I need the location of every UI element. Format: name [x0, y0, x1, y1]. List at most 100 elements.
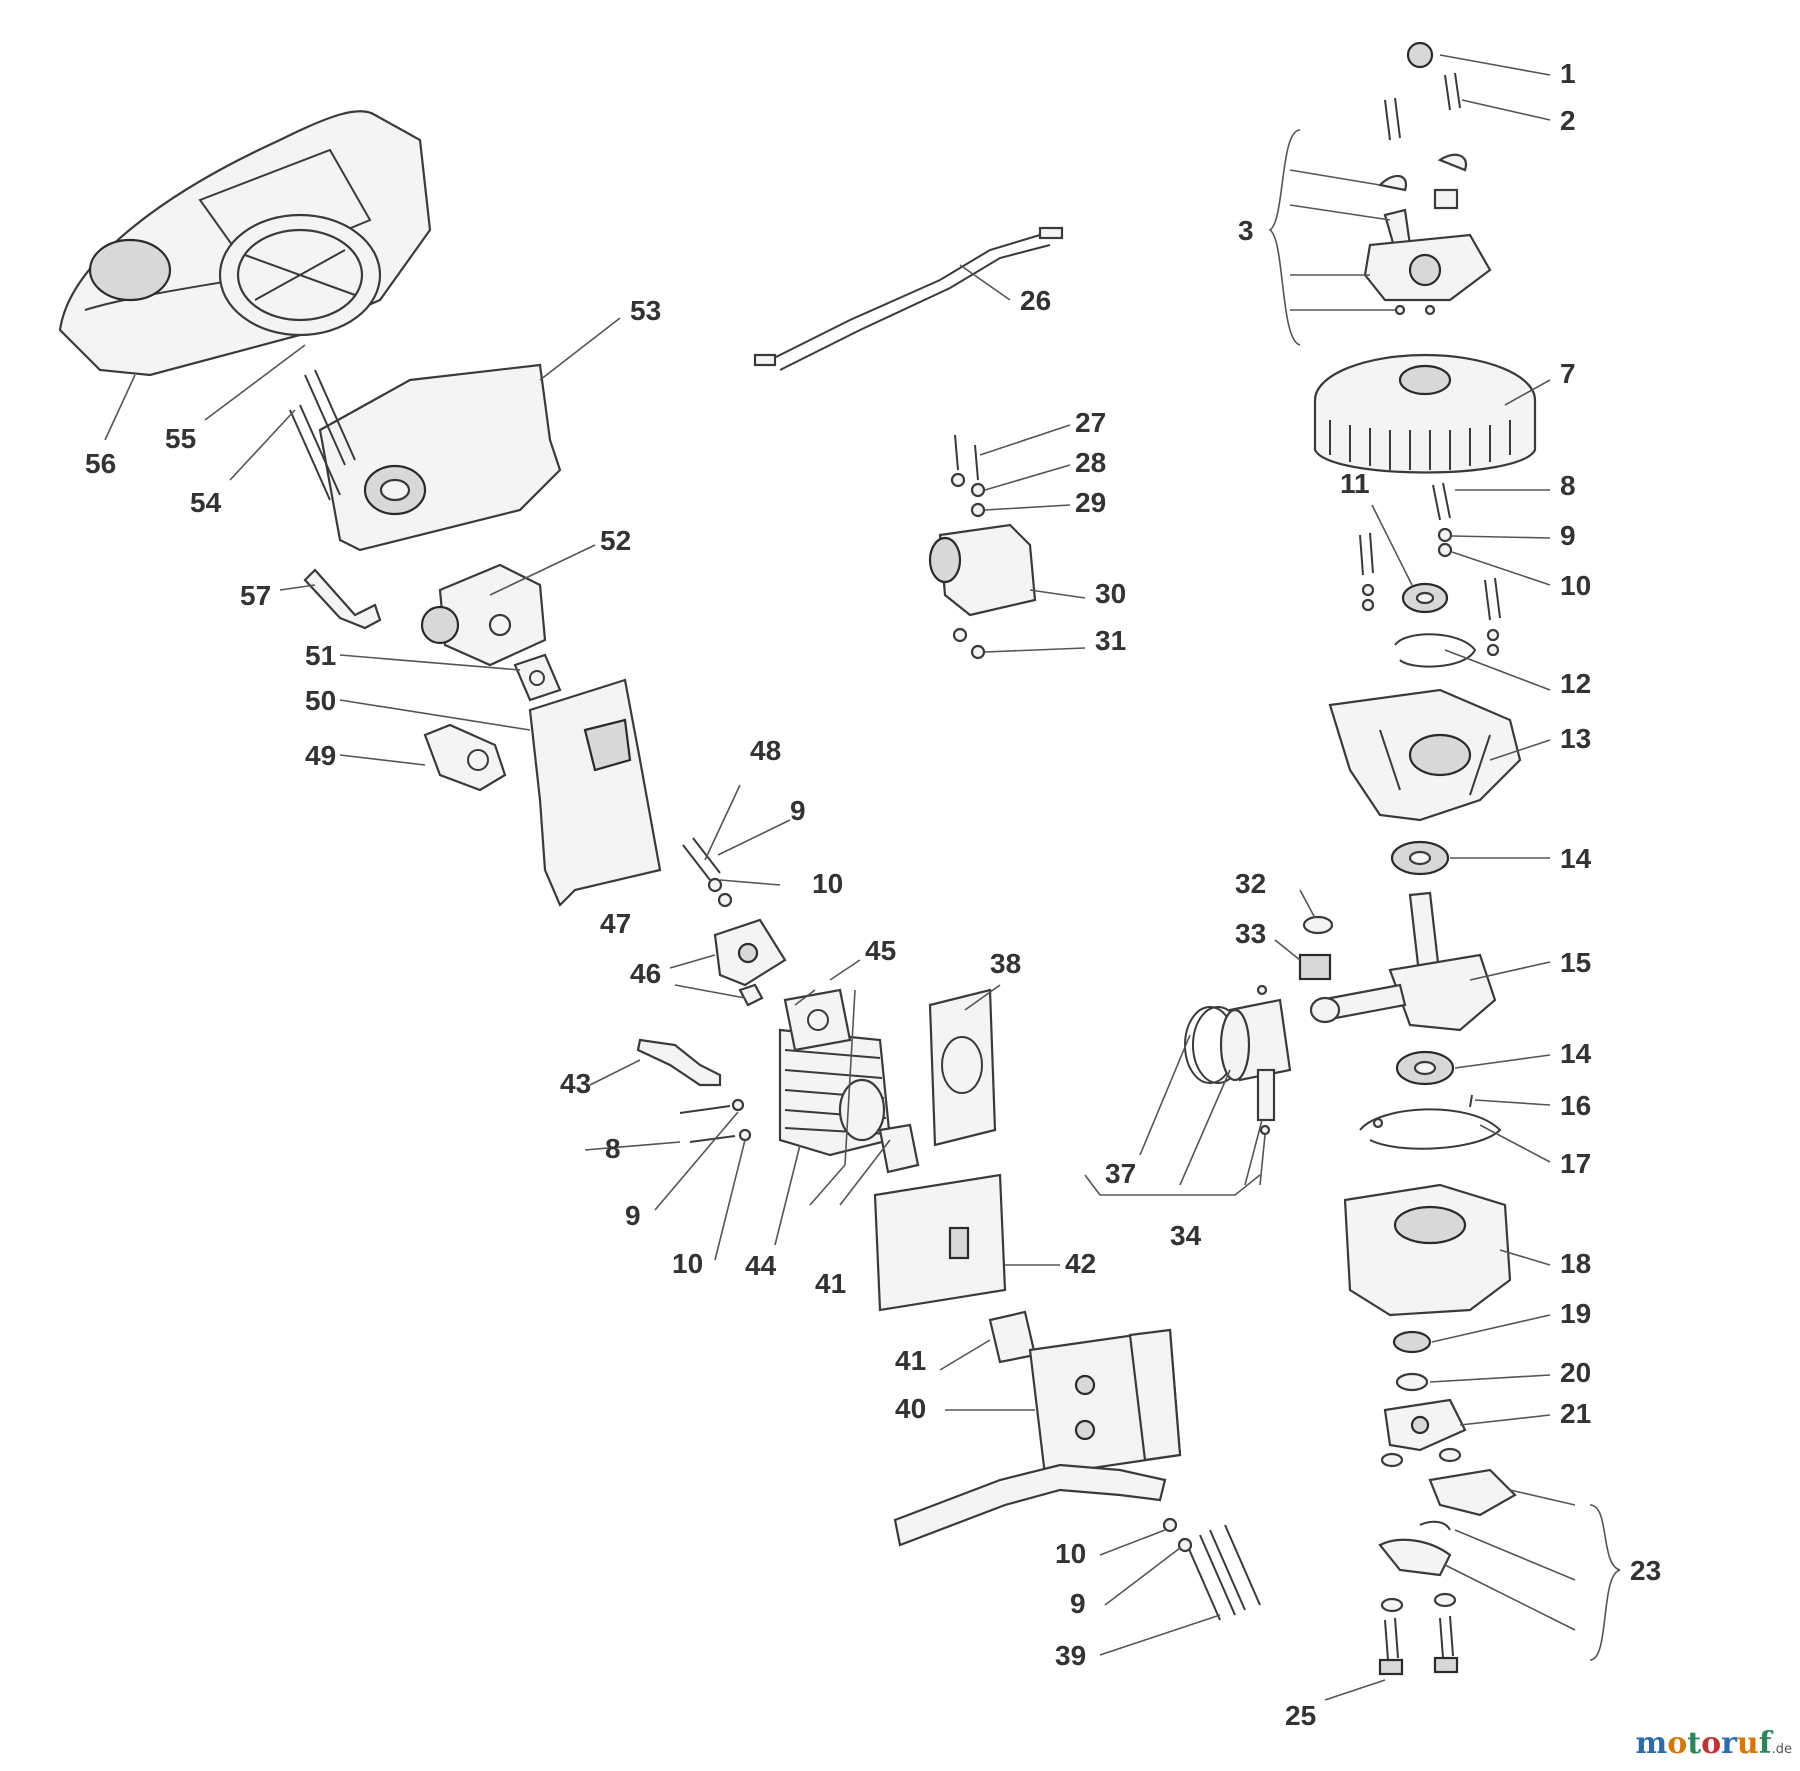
- callout-15: 15: [1560, 947, 1591, 978]
- callout-10-mid: 10: [812, 868, 843, 899]
- callout-3: 3: [1238, 215, 1254, 246]
- part-illustrations: [58, 41, 1537, 1676]
- callout-21: 21: [1560, 1398, 1591, 1429]
- callout-38: 38: [990, 948, 1021, 979]
- watermark-tld: .de: [1771, 1742, 1792, 1757]
- callout-28: 28: [1075, 447, 1106, 478]
- crankcase-rear-part: [1343, 1183, 1512, 1317]
- callout-30: 30: [1095, 578, 1126, 609]
- callout-2: 2: [1560, 105, 1576, 136]
- callout-10-top: 10: [1560, 570, 1591, 601]
- callout-49: 49: [305, 740, 336, 771]
- leader-lines: [104, 54, 1621, 1701]
- callout-9-left: 9: [625, 1200, 641, 1231]
- callout-54: 54: [190, 487, 222, 518]
- needle-bearing-part: [1298, 915, 1334, 981]
- callout-7: 7: [1560, 358, 1576, 389]
- crankcase-fasteners-part: [1359, 482, 1501, 657]
- clutch-washers-part: [1392, 1330, 1432, 1392]
- callout-43: 43: [560, 1068, 591, 1099]
- callout-55: 55: [165, 423, 196, 454]
- watermark-letter: f: [1758, 1726, 1772, 1761]
- watermark-letter: r: [1721, 1726, 1737, 1761]
- cylinder-gasket-part: [783, 988, 852, 1052]
- watermark-letter: t: [1687, 1726, 1702, 1761]
- ignition-coil-part: [928, 434, 1037, 660]
- callout-51: 51: [305, 640, 336, 671]
- callout-8-left: 8: [605, 1133, 621, 1164]
- callout-27: 27: [1075, 407, 1106, 438]
- callout-45: 45: [865, 935, 896, 966]
- intake-housing-part: [528, 678, 662, 907]
- watermark-letter: m: [1635, 1726, 1668, 1761]
- callout-17: 17: [1560, 1148, 1591, 1179]
- top-cover-part: [58, 110, 432, 377]
- callout-18: 18: [1560, 1248, 1591, 1279]
- carb-gasket-part: [513, 653, 562, 702]
- callout-13: 13: [1560, 723, 1591, 754]
- callout-9-top: 9: [1560, 520, 1576, 551]
- crankcase-front-part: [1328, 688, 1522, 822]
- muffler-gasket-upper-part: [878, 1123, 920, 1174]
- callout-8-top: 8: [1560, 470, 1576, 501]
- watermark-logo: motoruf.de: [1635, 1726, 1792, 1761]
- callout-10-left: 10: [672, 1248, 703, 1279]
- callout-31: 31: [1095, 625, 1126, 656]
- main-bearing-upper-part: [1390, 840, 1450, 876]
- callout-16: 16: [1560, 1090, 1591, 1121]
- callout-29: 29: [1075, 487, 1106, 518]
- main-bearing-lower-part: [1395, 1050, 1455, 1086]
- flywheel-part: [1313, 353, 1537, 474]
- callout-37: 37: [1105, 1158, 1136, 1189]
- callout-20: 20: [1560, 1357, 1591, 1388]
- callout-47: 47: [600, 908, 631, 939]
- cylinder-part: [679, 1028, 892, 1157]
- callout-23: 23: [1630, 1555, 1661, 1586]
- callout-40: 40: [895, 1393, 926, 1424]
- choke-lever-part: [303, 568, 382, 630]
- callout-48: 48: [750, 735, 781, 766]
- callout-1: 1: [1560, 58, 1576, 89]
- callout-33: 33: [1235, 918, 1266, 949]
- callout-53: 53: [630, 295, 661, 326]
- callout-32: 32: [1235, 868, 1266, 899]
- callout-41-upper: 41: [815, 1268, 846, 1299]
- muffler-gasket-lower-part: [988, 1310, 1037, 1364]
- wiring-harness-part: [753, 226, 1064, 371]
- piston-assembly-part: [1184, 984, 1292, 1136]
- callout-9-mid: 9: [790, 795, 806, 826]
- callout-34: 34: [1170, 1220, 1202, 1251]
- callout-46: 46: [630, 958, 661, 989]
- clutch-bolts-part: [1378, 1615, 1459, 1676]
- circlip-part: [1394, 633, 1477, 668]
- callout-14-lower: 14: [1560, 1038, 1592, 1069]
- callout-41-lower: 41: [895, 1345, 926, 1376]
- carburetor-part: [420, 563, 547, 667]
- base-gasket-part: [928, 988, 997, 1147]
- callout-42: 42: [1065, 1248, 1096, 1279]
- muffler-bolts-part: [1162, 1517, 1261, 1621]
- intake-adapter-part: [682, 837, 787, 1007]
- intake-bracket-part: [423, 723, 507, 792]
- muffler-part: [1028, 1328, 1182, 1477]
- heat-shield-part: [873, 1173, 1007, 1312]
- callout-25: 25: [1285, 1700, 1316, 1731]
- callout-14-upper: 14: [1560, 843, 1592, 874]
- callout-57: 57: [240, 580, 271, 611]
- callout-labels: 1 2 3 7 8 9 10 11 12 13 14 15 14 16 17 1…: [85, 58, 1661, 1731]
- callout-44: 44: [745, 1250, 777, 1281]
- callout-11: 11: [1340, 468, 1370, 499]
- engine-cover-part: [289, 363, 562, 552]
- crankcase-gasket-part: [1359, 1094, 1502, 1150]
- watermark-letter: o: [1667, 1726, 1688, 1761]
- callout-52: 52: [600, 525, 631, 556]
- watermark-letter: o: [1701, 1726, 1722, 1761]
- callout-12: 12: [1560, 668, 1591, 699]
- callout-26: 26: [1020, 285, 1051, 316]
- crankshaft-part: [1309, 891, 1497, 1032]
- watermark-letter: u: [1736, 1726, 1759, 1761]
- clutch-shoes-part: [1378, 1468, 1517, 1613]
- callout-19: 19: [1560, 1298, 1591, 1329]
- spark-plug-part: [636, 1038, 722, 1087]
